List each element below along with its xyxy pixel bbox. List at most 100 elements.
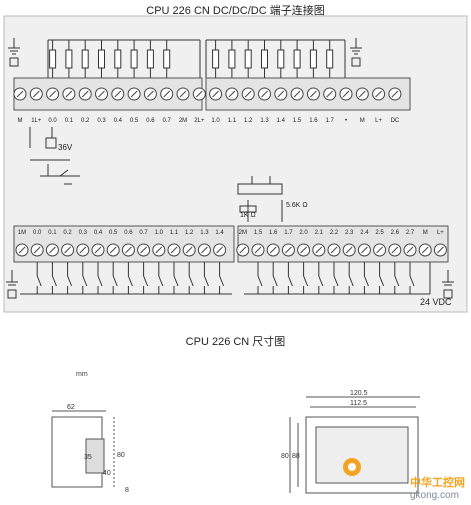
terminal-label: 2.4 — [360, 230, 369, 236]
ground-icon-bottom-right — [442, 270, 454, 299]
terminal-label: L+ — [375, 118, 382, 124]
bottom-input-contacts — [36, 262, 415, 294]
terminal-label: 1.4 — [215, 230, 224, 236]
input-switch — [257, 275, 263, 287]
terminal-label: 0.0 — [48, 118, 57, 124]
ground-icon-top-right — [350, 38, 362, 67]
input-switch — [272, 275, 278, 287]
terminal-label: 2.5 — [375, 230, 384, 236]
ground-icon-top-left — [8, 38, 20, 67]
sensor-circuit-36v — [29, 127, 80, 185]
bottom-terminal-screws — [15, 243, 447, 257]
load-resistor — [309, 49, 317, 69]
input-resistor-circuit — [237, 176, 283, 222]
terminal-label: 1.3 — [260, 118, 269, 124]
supply-voltage-label: 24 VDC — [420, 297, 452, 307]
input-switch — [112, 275, 118, 287]
terminal-label: DC — [391, 118, 400, 124]
input-switch — [127, 275, 133, 287]
input-switch — [97, 275, 103, 287]
terminal-label: 0.4 — [94, 230, 103, 236]
load-resistor — [65, 49, 73, 69]
terminal-label: M — [18, 118, 23, 124]
input-switch — [173, 275, 179, 287]
terminal-label: 1M — [18, 230, 26, 236]
front-width-112-label: 112.5 — [350, 400, 367, 407]
terminal-label: 1.7 — [326, 118, 335, 124]
watermark-title: 中华工控网 — [410, 477, 465, 489]
input-switch — [409, 275, 415, 287]
terminal-label: 1.2 — [244, 118, 253, 124]
terminal-label: 0.5 — [109, 230, 118, 236]
load-resistor — [244, 49, 252, 69]
terminal-label: 1.4 — [277, 118, 286, 124]
terminal-label: 0.1 — [48, 230, 57, 236]
input-switch — [188, 275, 194, 287]
input-switch — [333, 275, 339, 287]
terminal-label: 0.5 — [130, 118, 139, 124]
front-width-120-label: 120.5 — [350, 390, 368, 397]
terminal-label: 2M — [179, 118, 187, 124]
ground-icon-bottom-left — [6, 270, 18, 299]
input-switch — [158, 275, 164, 287]
front-height-80-label: 80 — [281, 453, 289, 460]
input-switch — [318, 275, 324, 287]
side-height-40-label: 40 — [103, 470, 111, 477]
input-switch — [67, 275, 73, 287]
input-switch — [219, 275, 225, 287]
dimension-diagram-title: CPU 226 CN 尺寸图 — [185, 336, 286, 348]
terminal-label: 1.1 — [170, 230, 179, 236]
terminal-label: 1.3 — [200, 230, 209, 236]
voltage-label: 36V — [58, 143, 73, 152]
top-terminal-screws — [13, 87, 402, 101]
wiring-diagram-title: CPU 226 CN DC/DC/DC 端子连接图 — [146, 5, 325, 17]
side-view-drawing — [51, 410, 115, 488]
terminal-label: 2.1 — [315, 230, 324, 236]
input-switch — [36, 275, 42, 287]
module-panel — [3, 15, 468, 313]
terminal-label: 0.7 — [139, 230, 148, 236]
terminal-label: 1.1 — [228, 118, 237, 124]
side-width-label: 62 — [67, 404, 75, 411]
front-height-88-label: 88 — [292, 453, 300, 460]
load-resistor — [98, 49, 105, 69]
terminal-label: 0.3 — [79, 230, 88, 236]
load-resistor — [293, 49, 301, 69]
terminal-label: 2.2 — [330, 230, 339, 236]
unit-label: mm — [76, 371, 88, 378]
watermark: 中华工控网 gkong.com — [410, 474, 465, 501]
terminal-label: 0.4 — [114, 118, 123, 124]
watermark-url: gkong.com — [410, 490, 459, 501]
side-height-80-label: 80 — [117, 452, 125, 459]
input-switch — [143, 275, 149, 287]
terminal-label: 1L+ — [31, 118, 42, 124]
side-height-35-label: 35 — [84, 454, 92, 461]
terminal-label: 2.7 — [406, 230, 415, 236]
input-switch — [203, 275, 209, 287]
input-switch — [303, 275, 309, 287]
load-resistor — [49, 49, 57, 69]
terminal-label: M — [423, 230, 428, 236]
dimension-drawings: mm 62 80 35 40 8 120.5 112.5 80 88 — [51, 371, 420, 494]
terminal-label: 1.7 — [284, 230, 293, 236]
terminal-label: 2L+ — [194, 118, 205, 124]
input-switch — [348, 275, 354, 287]
input-switch — [363, 275, 369, 287]
load-resistor — [277, 49, 285, 69]
terminal-label: 1.5 — [293, 118, 302, 124]
load-resistor — [228, 49, 236, 69]
terminal-label: 0.6 — [146, 118, 155, 124]
resistor-5k6-label: 5.6K Ω — [286, 202, 308, 209]
input-switch — [82, 275, 88, 287]
input-switch — [51, 275, 57, 287]
terminal-label: 2M — [239, 230, 247, 236]
load-resistor — [163, 49, 171, 69]
bottom-supply-wiring — [20, 262, 431, 295]
terminal-label: 0.1 — [65, 118, 74, 124]
terminal-label: L+ — [437, 230, 444, 236]
terminal-label: 1.2 — [185, 230, 194, 236]
terminal-label: 1.6 — [309, 118, 318, 124]
